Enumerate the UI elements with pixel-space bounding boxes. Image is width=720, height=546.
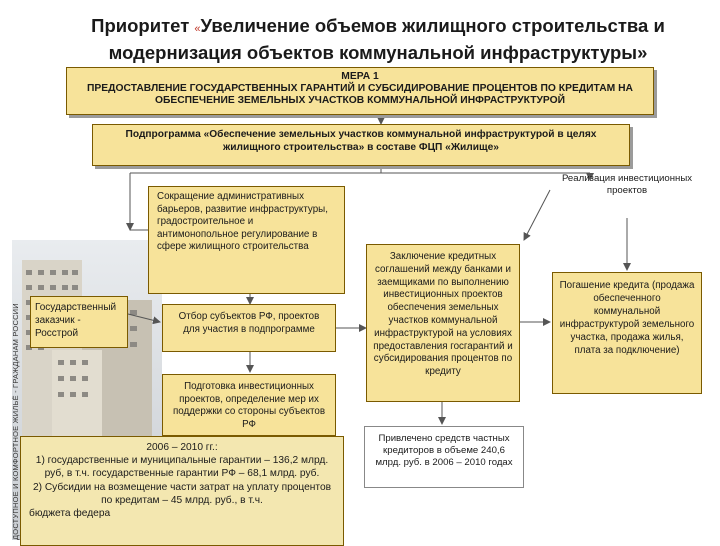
measure-box: МЕРА 1 ПРЕДОСТАВЛЕНИЕ ГОСУДАРСТВЕННЫХ ГА… (66, 67, 654, 115)
repayment-box: Погашение кредита (продажа обеспеченного… (552, 272, 702, 394)
funding-item3: бюджета федера (29, 508, 111, 520)
funding-box: 2006 – 2010 гг.: 1) государственные и му… (20, 436, 344, 546)
funding-item1: 1) государственные и муниципальные гаран… (35, 455, 329, 480)
selection-box: Отбор субъектов РФ, проектов для участия… (162, 304, 336, 352)
measure-text: ПРЕДОСТАВЛЕНИЕ ГОСУДАРСТВЕННЫХ ГАРАНТИЙ … (87, 83, 633, 107)
subprogram-box: Подпрограмма «Обеспечение земельных учас… (92, 124, 630, 166)
measure-title: МЕРА 1 (341, 71, 379, 82)
customer-box: Государственный заказчик - Росстрой (30, 296, 128, 348)
attracted-box: Привлечено средств частных кредиторов в … (364, 426, 524, 488)
repayment-text: Погашение кредита (продажа обеспеченного… (559, 280, 695, 356)
agreements-text: Заключение кредитных соглашений между ба… (373, 251, 513, 378)
attracted-text: Привлечено средств частных кредиторов в … (375, 433, 513, 468)
funding-heading: 2006 – 2010 гг.: (146, 442, 218, 453)
barriers-box: Сокращение административных барьеров, ра… (148, 186, 345, 294)
customer-text: Государственный заказчик - Росстрой (35, 302, 117, 339)
selection-text: Отбор субъектов РФ, проектов для участия… (178, 311, 320, 335)
title-prefix: Приоритет (91, 15, 195, 36)
preparation-text: Подготовка инвестиционных проектов, опре… (172, 381, 326, 430)
barriers-text: Сокращение административных барьеров, ра… (157, 191, 328, 253)
implementation-text: Реализация инвестиционных проектов (561, 173, 693, 196)
agreements-box: Заключение кредитных соглашений между ба… (366, 244, 520, 402)
title-line1: Увеличение объемов жилищного строительст… (200, 15, 665, 36)
title-line2: модернизация объектов коммунальной инфра… (108, 42, 648, 63)
title-quote: « (194, 23, 201, 35)
funding-item2: 2) Субсидии на возмещение части затрат н… (32, 481, 332, 506)
page-title: Приоритет «Увеличение объемов жилищного … (40, 14, 716, 65)
subprogram-text: Подпрограмма «Обеспечение земельных учас… (125, 129, 597, 153)
preparation-box: Подготовка инвестиционных проектов, опре… (162, 374, 336, 436)
implementation-box: Реализация инвестиционных проектов (548, 170, 706, 220)
